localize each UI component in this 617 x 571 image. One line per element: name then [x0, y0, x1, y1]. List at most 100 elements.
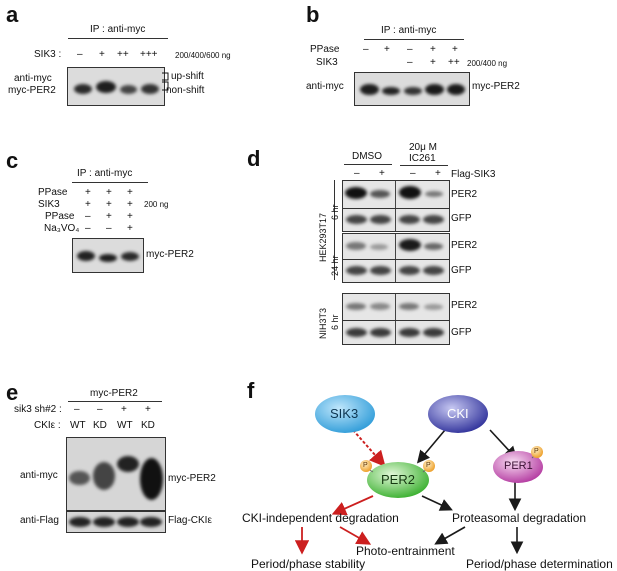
- panel-c-right-label: myc-PER2: [146, 249, 194, 260]
- panel-e-cki-lane1: WT: [70, 420, 86, 431]
- panel-d-ic261-line: [400, 165, 448, 166]
- panel-e-right-1: myc-PER2: [168, 473, 216, 484]
- blot-separator: [395, 260, 396, 282]
- per2-node: [367, 462, 429, 498]
- blot-band: [370, 303, 390, 310]
- panel-c-row2-label: SIK3: [38, 199, 60, 210]
- panel-e-sh-lane2: –: [97, 404, 103, 415]
- panel-d-blot-per2-24hr: [342, 233, 450, 260]
- blot-separator: [395, 321, 396, 344]
- panel-f-letter: f: [247, 378, 255, 403]
- panel-e-sh-lane4: +: [145, 404, 151, 415]
- blot-band: [69, 517, 91, 527]
- panel-d-label-5: PER2: [451, 300, 478, 311]
- blot-band: [370, 215, 391, 224]
- cki-indep-to-photo-arrow: [339, 526, 372, 545]
- blot-band: [425, 191, 443, 197]
- sik3-to-per2-arrow: [352, 429, 386, 467]
- panel-c-row3-lane1: –: [85, 211, 91, 222]
- panel-d-blot-per2-6hr: [342, 180, 450, 209]
- panel-c-row4-label: Na₃VO₄: [44, 223, 80, 234]
- blot-band: [77, 251, 95, 261]
- phospho-label-2: P: [426, 462, 431, 469]
- panel-b-dose: 200/400 ng: [467, 59, 508, 68]
- blot-band: [99, 254, 117, 262]
- panel-d-flag-lane3: –: [410, 168, 416, 179]
- panel-a-up-shift: up-shift: [171, 71, 204, 82]
- phospho-label-3: P: [534, 448, 539, 455]
- blot-band: [423, 266, 444, 275]
- blot-band: [424, 243, 443, 250]
- panel-e-blot-flag: [66, 511, 166, 533]
- blot-band: [69, 471, 90, 485]
- panel-c-letter: c: [6, 148, 19, 173]
- sik3-node: [315, 395, 375, 433]
- panel-a-sik3-lane1: –: [77, 49, 83, 60]
- panel-d-label-1: PER2: [451, 189, 478, 200]
- blot-separator: [395, 234, 396, 259]
- blot-band: [346, 242, 366, 250]
- blot-band: [382, 87, 400, 95]
- panel-d-label-4: GFP: [451, 265, 472, 276]
- panel-b-blot: [354, 72, 470, 106]
- blot-band: [117, 456, 139, 472]
- panel-b-ip-label: IP : anti-myc: [381, 25, 437, 36]
- panel-b-pp-lane5: +: [452, 44, 458, 55]
- blot-band: [399, 303, 419, 310]
- panel-c-ip-line: [72, 182, 148, 183]
- phospho-label-1: P: [363, 462, 368, 469]
- panel-b-left-label: anti-myc: [306, 81, 344, 92]
- blot-band: [423, 215, 444, 224]
- panel-c-row4-lane1: –: [85, 223, 91, 234]
- blot-band: [74, 84, 92, 94]
- panel-a-dose: 200/400/600 ng: [175, 51, 231, 60]
- blot-band: [370, 266, 391, 275]
- panel-e-top-line: [68, 401, 162, 402]
- panel-c-row2-lane3: +: [127, 199, 133, 210]
- panel-d-hek-bracket: [334, 180, 335, 280]
- blot-band: [345, 187, 367, 199]
- blot-band: [423, 328, 444, 337]
- panel-e-right-2: Flag-CKIε: [168, 515, 212, 526]
- blot-band: [121, 252, 139, 261]
- panel-a-left-label-1: anti-myc: [14, 73, 52, 84]
- blot-band: [424, 304, 443, 310]
- panel-a-blot: [67, 67, 165, 106]
- panel-c-row2-lane1: +: [85, 199, 91, 210]
- panel-a-non-shift: non-shift: [166, 85, 205, 96]
- panel-d-blot-gfp-nih3t3: [342, 320, 450, 345]
- panel-d-letter: d: [247, 146, 261, 171]
- blot-separator: [395, 181, 396, 208]
- panel-d-label-6: GFP: [451, 327, 472, 338]
- proteasomal-degradation-label: Proteasomal degradation: [452, 511, 587, 525]
- blot-band: [399, 186, 421, 199]
- panel-e-letter: e: [6, 380, 19, 405]
- blot-band: [370, 328, 391, 337]
- panel-d-blot-gfp-6hr: [342, 208, 450, 232]
- panel-d-ic261-conc: 20μ M: [409, 142, 437, 153]
- panel-a-letter: a: [6, 2, 19, 27]
- panel-b-ip-line: [364, 39, 464, 40]
- panel-b-sik3-lane3: –: [407, 57, 413, 68]
- period-phase-stability-label: Period/phase stability: [251, 557, 366, 571]
- blot-separator: [395, 294, 396, 320]
- phospho-badge-1: [360, 460, 372, 472]
- panel-b-pp-lane3: –: [407, 44, 413, 55]
- panel-e-left-2: anti-Flag: [20, 515, 59, 526]
- panel-c-row1-lane3: +: [127, 187, 133, 198]
- panel-d-ic261: IC261: [409, 153, 436, 164]
- blot-band: [93, 462, 115, 490]
- panel-e-blot-myc: [66, 437, 166, 511]
- blot-band: [120, 85, 137, 94]
- panel-c-row1-label: PPase: [38, 187, 68, 198]
- panel-e-sh-lane1: –: [74, 404, 80, 415]
- photo-entrainment-label: Photo-entrainment: [356, 544, 455, 558]
- panel-b-right-label: myc-PER2: [472, 81, 520, 92]
- panel-c-blot: [72, 238, 144, 273]
- cki-independent-degradation-label: CKI-independent degradation: [242, 511, 399, 525]
- panel-c-row3-lane2: +: [106, 211, 112, 222]
- cki-label: CKI: [447, 406, 469, 421]
- panel-d-flag-lane2: +: [379, 168, 385, 179]
